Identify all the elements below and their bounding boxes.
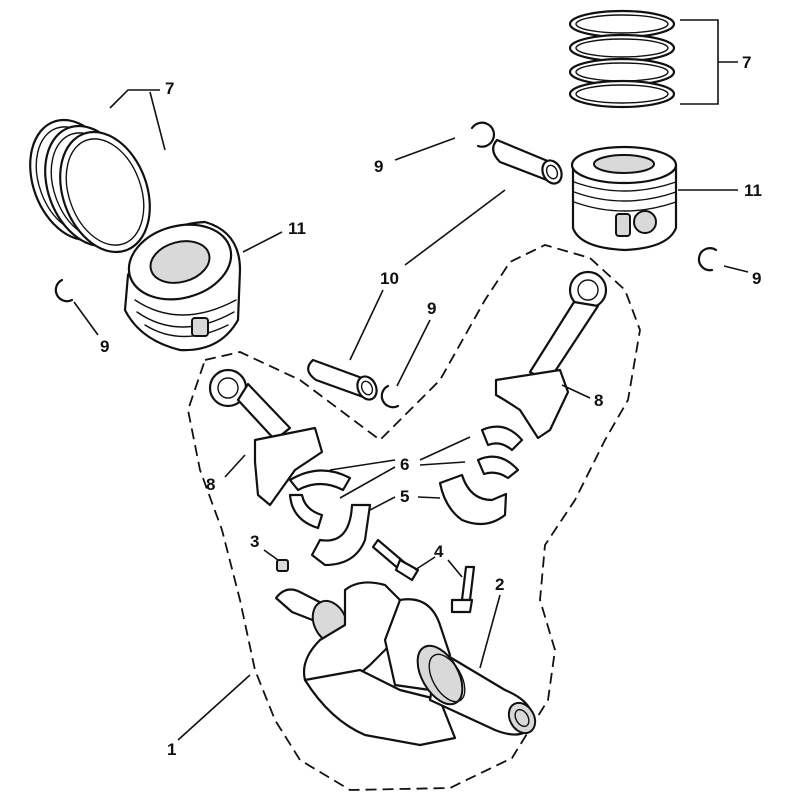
callout-9-left: 9 [100, 337, 109, 356]
callout-3: 3 [250, 532, 259, 551]
piston-left [123, 220, 242, 352]
piston-right [570, 145, 678, 252]
callout-9-right: 9 [752, 269, 761, 288]
callout-7-left: 7 [165, 79, 174, 98]
piston-rings-right [568, 9, 676, 109]
callout-4: 4 [434, 542, 444, 561]
bearing-upper-right-a [476, 425, 524, 480]
bolt-right [450, 565, 476, 614]
connecting-rod-left [208, 368, 324, 507]
callout-9-top: 9 [374, 157, 383, 176]
snap-ring-top [470, 121, 496, 148]
snap-ring-left [54, 278, 74, 303]
callout-8-left: 8 [206, 475, 215, 494]
piston-rings-left [29, 118, 151, 254]
bolt-left [371, 538, 420, 582]
callout-10: 10 [380, 269, 399, 288]
callout-11-right: 11 [744, 181, 762, 200]
crankshaft-gear [416, 644, 466, 706]
callout-11-left: 11 [288, 219, 306, 238]
assembly-outline [187, 244, 641, 791]
connecting-rod-right [494, 270, 608, 440]
callout-9-mid: 9 [427, 299, 436, 318]
callout-1: 1 [167, 740, 176, 759]
callout-5: 5 [400, 487, 409, 506]
crankshaft [274, 581, 537, 747]
piston-pin-upper [492, 138, 563, 185]
callout-6: 6 [400, 455, 409, 474]
snap-ring-right [697, 247, 718, 272]
callout-2: 2 [495, 575, 504, 594]
callout-8-right: 8 [594, 391, 603, 410]
bearing-upper-left-a [288, 469, 352, 530]
snap-ring-mid [380, 384, 400, 409]
leader-lines [73, 19, 749, 741]
dowel-pin [276, 559, 289, 572]
callout-7-right: 7 [742, 53, 751, 72]
piston-pin-lower [307, 358, 378, 401]
bearing-cap-right [438, 473, 508, 526]
bearing-cap-left [310, 503, 372, 567]
